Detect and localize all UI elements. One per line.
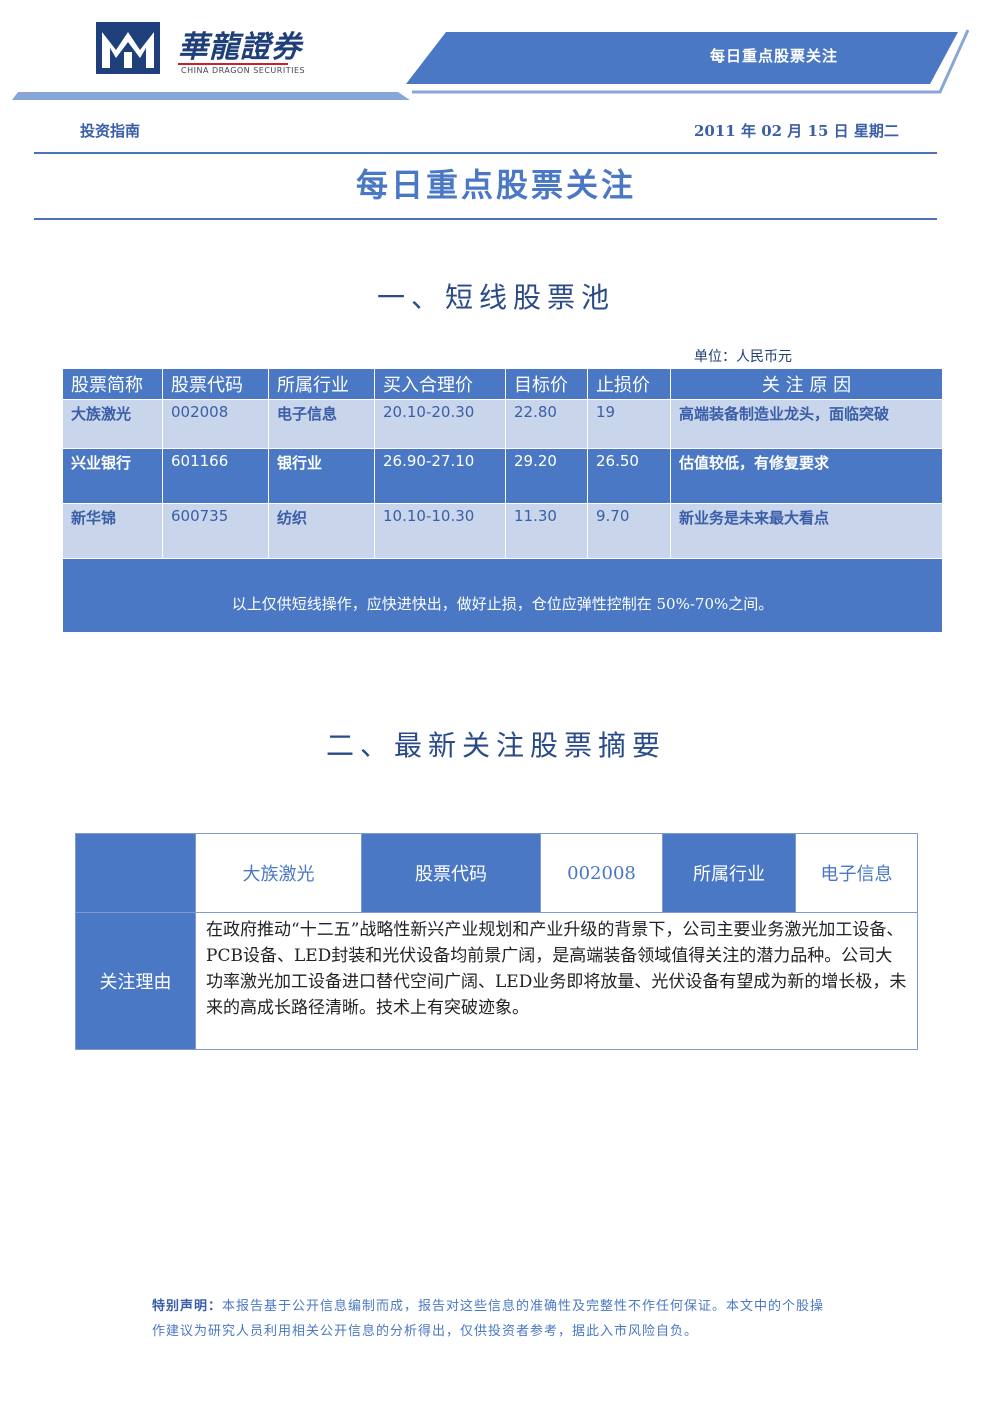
table-cell: 新华锦 — [62, 503, 163, 559]
table-cell: 10.10-10.30 — [374, 503, 506, 559]
industry-value: 电子信息 — [795, 833, 918, 913]
stock-name: 大族激光 — [195, 833, 362, 913]
table-cell: 22.80 — [505, 399, 588, 449]
brand-name-cn: 華龍證券 — [178, 30, 302, 65]
table-row: 兴业银行 601166 银行业 26.90-27.10 29.20 26.50 … — [62, 448, 943, 504]
table-cell: 601166 — [162, 448, 269, 504]
brand-name-en: CHINA DRAGON SECURITIES — [181, 66, 306, 75]
brand-underline — [178, 63, 288, 65]
column-header: 所属行业 — [268, 368, 375, 400]
reason-text: 在政府推动“十二五”战略性新兴产业规划和产业升级的背景下，公司主要业务激光加工设… — [195, 912, 918, 1050]
table-cell: 002008 — [162, 399, 269, 449]
banner-title: 每日重点股票关注 — [710, 47, 839, 65]
header-banner-graphic — [12, 29, 970, 100]
report-date: 2011 年 02 月 15 日 星期二 — [694, 122, 899, 140]
stock-code: 002008 — [540, 833, 663, 913]
industry-label: 所属行业 — [662, 833, 796, 913]
stock-pool-table: 股票简称 股票代码 所属行业 买入合理价 目标价 止损价 关 注 原 因 大族激… — [62, 368, 943, 633]
table-cell: 新业务是未来最大看点 — [670, 503, 943, 559]
table-cell: 9.70 — [587, 503, 671, 559]
table-header-row: 股票简称 股票代码 所属行业 买入合理价 目标价 止损价 关 注 原 因 — [62, 368, 943, 400]
table-cell: 600735 — [162, 503, 269, 559]
divider — [34, 218, 937, 220]
column-header: 股票代码 — [162, 368, 269, 400]
document-title: 每日重点股票关注 — [355, 166, 636, 204]
table-cell: 电子信息 — [268, 399, 375, 449]
divider — [34, 152, 937, 154]
table-cell: 估值较低，有修复要求 — [670, 448, 943, 504]
summary-reason-row: 关注理由 在政府推动“十二五”战略性新兴产业规划和产业升级的背景下，公司主要业务… — [75, 912, 918, 1050]
section-title: 二、最新关注股票摘要 — [325, 729, 666, 762]
reason-label: 关注理由 — [75, 912, 196, 1050]
disclaimer-label: 特别声明： — [152, 1299, 223, 1314]
table-row: 新华锦 600735 纺织 10.10-10.30 11.30 9.70 新业务… — [62, 503, 943, 559]
disclaimer: 特别声明：本报告基于公开信息编制而成，报告对这些信息的准确性及完整性不作任何保证… — [152, 1294, 832, 1344]
summary-header-row: 大族激光 股票代码 002008 所属行业 电子信息 — [75, 833, 918, 913]
section-title: 一、短线股票池 — [376, 281, 615, 314]
guide-label: 投资指南 — [80, 122, 141, 140]
table-cell: 26.50 — [587, 448, 671, 504]
table-cell: 兴业银行 — [62, 448, 163, 504]
disclaimer-text: 本报告基于公开信息编制而成，报告对这些信息的准确性及完整性不作任何保证。本文中的… — [152, 1299, 825, 1339]
table-note-row: 以上仅供短线操作，应快进快出，做好止损，仓位应弹性控制在 50%-70%之间。 — [62, 558, 943, 633]
table-cell: 大族激光 — [62, 399, 163, 449]
company-logo-icon — [96, 22, 160, 74]
table-cell: 20.10-20.30 — [374, 399, 506, 449]
table-cell: 29.20 — [505, 448, 588, 504]
table-note: 以上仅供短线操作，应快进快出，做好止损，仓位应弹性控制在 50%-70%之间。 — [62, 558, 943, 633]
table-cell: 银行业 — [268, 448, 375, 504]
column-header: 股票简称 — [62, 368, 163, 400]
table-cell: 26.90-27.10 — [374, 448, 506, 504]
column-header: 买入合理价 — [374, 368, 506, 400]
table-row: 大族激光 002008 电子信息 20.10-20.30 22.80 19 高端… — [62, 399, 943, 449]
table-cell: 高端装备制造业龙头，面临突破 — [670, 399, 943, 449]
table-cell: 11.30 — [505, 503, 588, 559]
column-header: 止损价 — [587, 368, 671, 400]
column-header: 关 注 原 因 — [670, 368, 943, 400]
stock-summary-table: 大族激光 股票代码 002008 所属行业 电子信息 关注理由 在政府推动“十二… — [75, 833, 918, 1050]
summary-corner-cell — [75, 833, 196, 913]
table-cell: 纺织 — [268, 503, 375, 559]
stock-code-label: 股票代码 — [361, 833, 541, 913]
table-cell: 19 — [587, 399, 671, 449]
unit-label: 单位：人民币元 — [694, 349, 792, 365]
column-header: 目标价 — [505, 368, 588, 400]
